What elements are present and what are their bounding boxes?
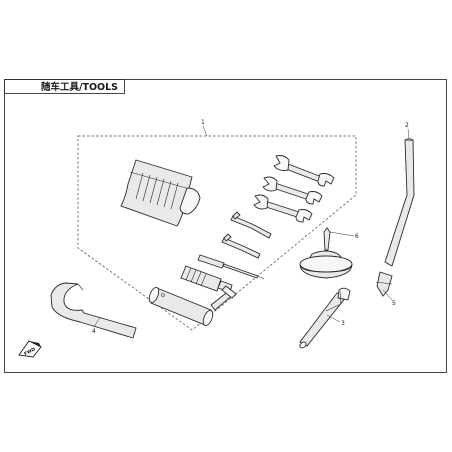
callout-3: 3 xyxy=(341,320,345,327)
leader-1 xyxy=(202,125,208,137)
diagram-title: 随车工具/TOOLS xyxy=(41,81,118,93)
tool-roll-icon xyxy=(120,159,201,227)
callout-1: 1 xyxy=(201,119,205,126)
callout-5: 5 xyxy=(392,300,396,307)
rod-tip-icon xyxy=(375,271,393,297)
title-box xyxy=(4,79,125,94)
tool-kit-boundary xyxy=(77,135,357,331)
hex-key-icon xyxy=(230,211,272,239)
spark-plug-tool-icon xyxy=(299,287,351,349)
callout-6: 6 xyxy=(355,233,359,240)
open-end-wrench-icon xyxy=(273,155,335,187)
leader-2 xyxy=(407,128,410,140)
fwd-arrow-icon: FWD xyxy=(18,340,42,358)
open-end-wrench-icon xyxy=(262,176,323,205)
extension-bar-icon xyxy=(210,285,237,311)
leader-5 xyxy=(382,289,393,301)
callout-4: 4 xyxy=(92,328,96,335)
leader-3 xyxy=(326,314,341,323)
hook-spanner-icon xyxy=(50,282,137,339)
screwdriver-icon xyxy=(197,254,265,280)
hex-key-icon xyxy=(221,233,261,259)
fwd-label: FWD xyxy=(23,346,36,357)
diagram-border xyxy=(4,79,447,373)
funnel-icon xyxy=(299,227,353,279)
leader-6 xyxy=(329,231,355,237)
box-spanner-icon xyxy=(148,286,214,327)
callout-2: 2 xyxy=(405,122,409,129)
open-end-wrench-icon xyxy=(253,194,313,223)
long-rod-icon xyxy=(384,138,415,267)
leader-4 xyxy=(93,316,101,328)
